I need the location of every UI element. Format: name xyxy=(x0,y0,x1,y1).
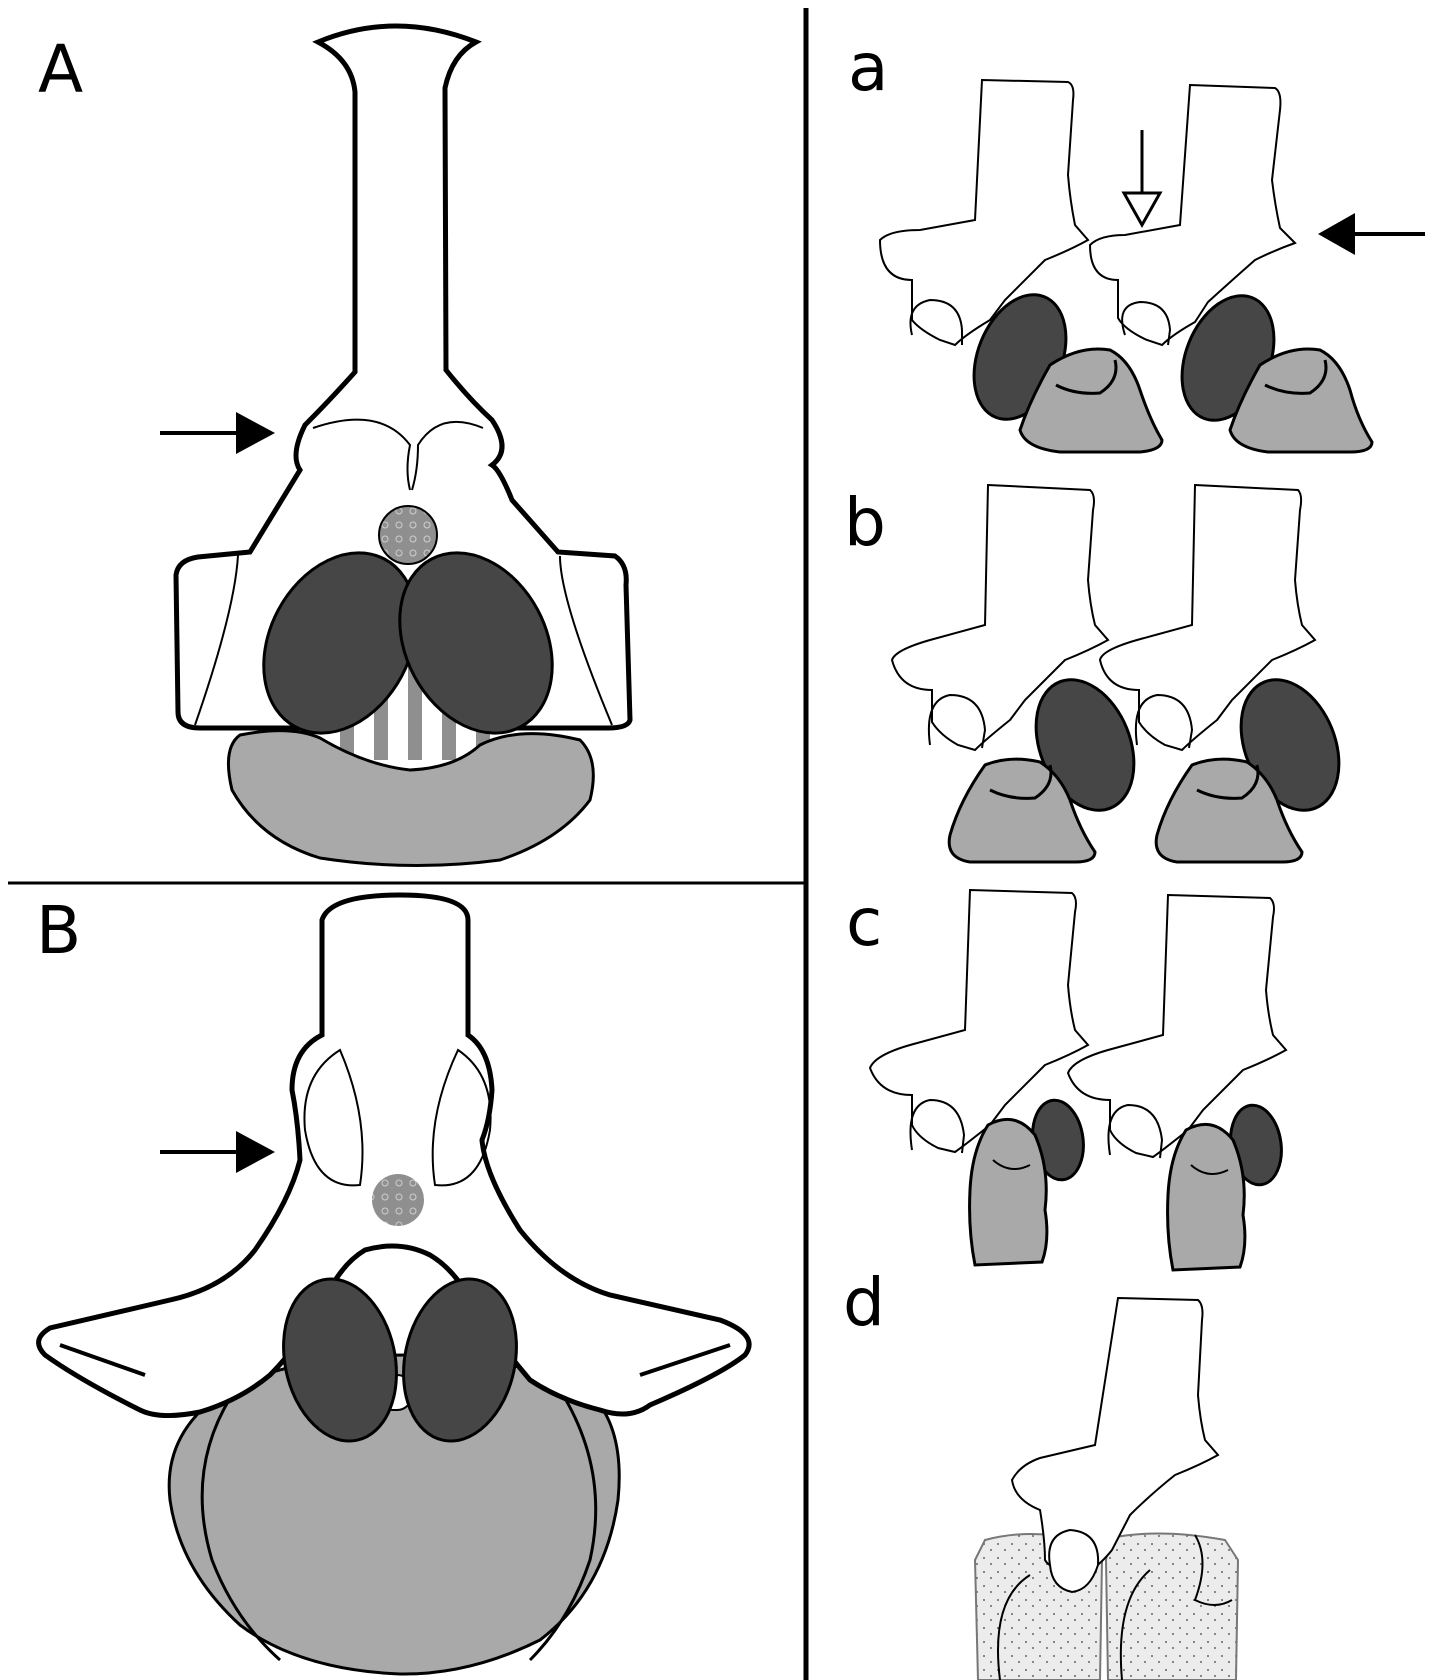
stippled-centrum-right-d xyxy=(1106,1533,1238,1680)
arrow-down-open-icon xyxy=(1124,130,1160,225)
panel-A: A xyxy=(38,26,630,866)
arrow-right-filled-icon xyxy=(160,1131,275,1173)
panel-label-a: a xyxy=(848,29,888,106)
vertebra-c-right xyxy=(1068,895,1286,1270)
panel-a: a xyxy=(848,29,1425,452)
arrow-left-filled-icon xyxy=(1318,213,1425,255)
arrow-right-filled-icon xyxy=(160,412,275,454)
neural-canal-A xyxy=(379,506,437,564)
panel-c: c xyxy=(846,884,1286,1270)
vertebra-b-right xyxy=(1100,485,1357,862)
panel-label-d: d xyxy=(843,1264,885,1341)
panel-B: B xyxy=(36,892,749,1674)
panel-d: d xyxy=(843,1264,1238,1680)
panel-b: b xyxy=(844,484,1357,862)
vertebra-B-outline xyxy=(39,895,750,1416)
panel-label-b: b xyxy=(844,484,886,561)
neural-canal-B xyxy=(372,1174,424,1226)
vertebra-d xyxy=(1012,1298,1218,1570)
vertebra-c-left xyxy=(870,890,1088,1265)
panel-label-B: B xyxy=(36,892,81,969)
panel-label-A: A xyxy=(38,31,83,108)
panel-label-c: c xyxy=(846,884,882,961)
